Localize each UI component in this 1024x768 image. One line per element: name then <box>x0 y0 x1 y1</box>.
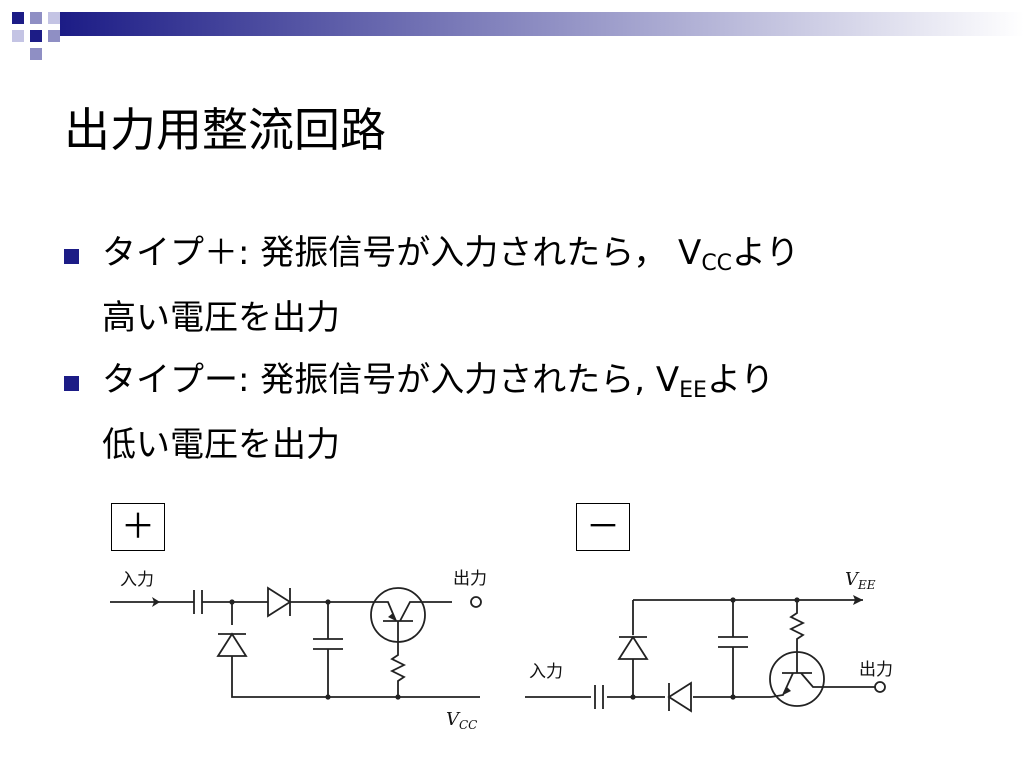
shunt-diode-icon <box>216 632 248 657</box>
output-label: 出力 <box>859 660 893 680</box>
bullet-text-line2: 低い電圧を出力 <box>102 425 340 465</box>
bullet-item: タイプ＋: 発振信号が入力されたら， VCCより 高い電圧を出力 <box>62 226 972 345</box>
bullet-square-icon <box>64 376 79 391</box>
circuit-diagram-minus: VEE 入力 出力 <box>525 569 893 713</box>
slide-title: 出力用整流回路 <box>64 103 386 157</box>
resistor-icon <box>788 600 806 653</box>
rail-label: VEE <box>845 569 876 592</box>
smoothing-capacitor-icon <box>313 602 343 697</box>
output-terminal-icon <box>874 681 886 693</box>
bullet-subscript: CC <box>701 251 733 276</box>
bullet-text-line2: 高い電圧を出力 <box>102 298 340 338</box>
plus-type-label-box: ＋ <box>111 503 165 551</box>
bullet-text: タイプ＋: 発振信号が入力されたら， V <box>102 233 702 273</box>
bullet-text: タイプー: 発振信号が入力されたら, V <box>102 360 680 400</box>
capacitor-icon <box>193 590 203 614</box>
transistor-icon <box>769 651 875 707</box>
output-label: 出力 <box>453 569 487 589</box>
minus-type-label-box: － <box>576 503 630 551</box>
input-label: 入力 <box>529 662 563 682</box>
input-label: 入力 <box>120 570 154 590</box>
bullet-subscript: EE <box>679 378 707 403</box>
bullet-text-after: より <box>732 233 800 273</box>
shunt-diode-icon <box>617 600 649 697</box>
diode-icon <box>267 586 292 618</box>
bullet-square-icon <box>64 249 79 264</box>
bullet-list: タイプ＋: 発振信号が入力されたら， VCCより 高い電圧を出力 タイプー: 発… <box>62 226 972 480</box>
circuit-diagram-plus: 入力 出力 VCC <box>110 569 487 732</box>
bullet-text-after: より <box>706 360 775 400</box>
diode-icon <box>667 681 692 713</box>
smoothing-capacitor-icon <box>718 600 748 697</box>
bullet-item: タイプー: 発振信号が入力されたら, VEEより 低い電圧を出力 <box>62 353 972 472</box>
capacitor-icon <box>594 685 604 709</box>
transistor-icon <box>370 587 452 643</box>
resistor-icon <box>389 642 407 697</box>
header-decoration <box>12 12 1024 60</box>
rail-label: VCC <box>446 709 477 732</box>
output-terminal-icon <box>470 596 482 608</box>
